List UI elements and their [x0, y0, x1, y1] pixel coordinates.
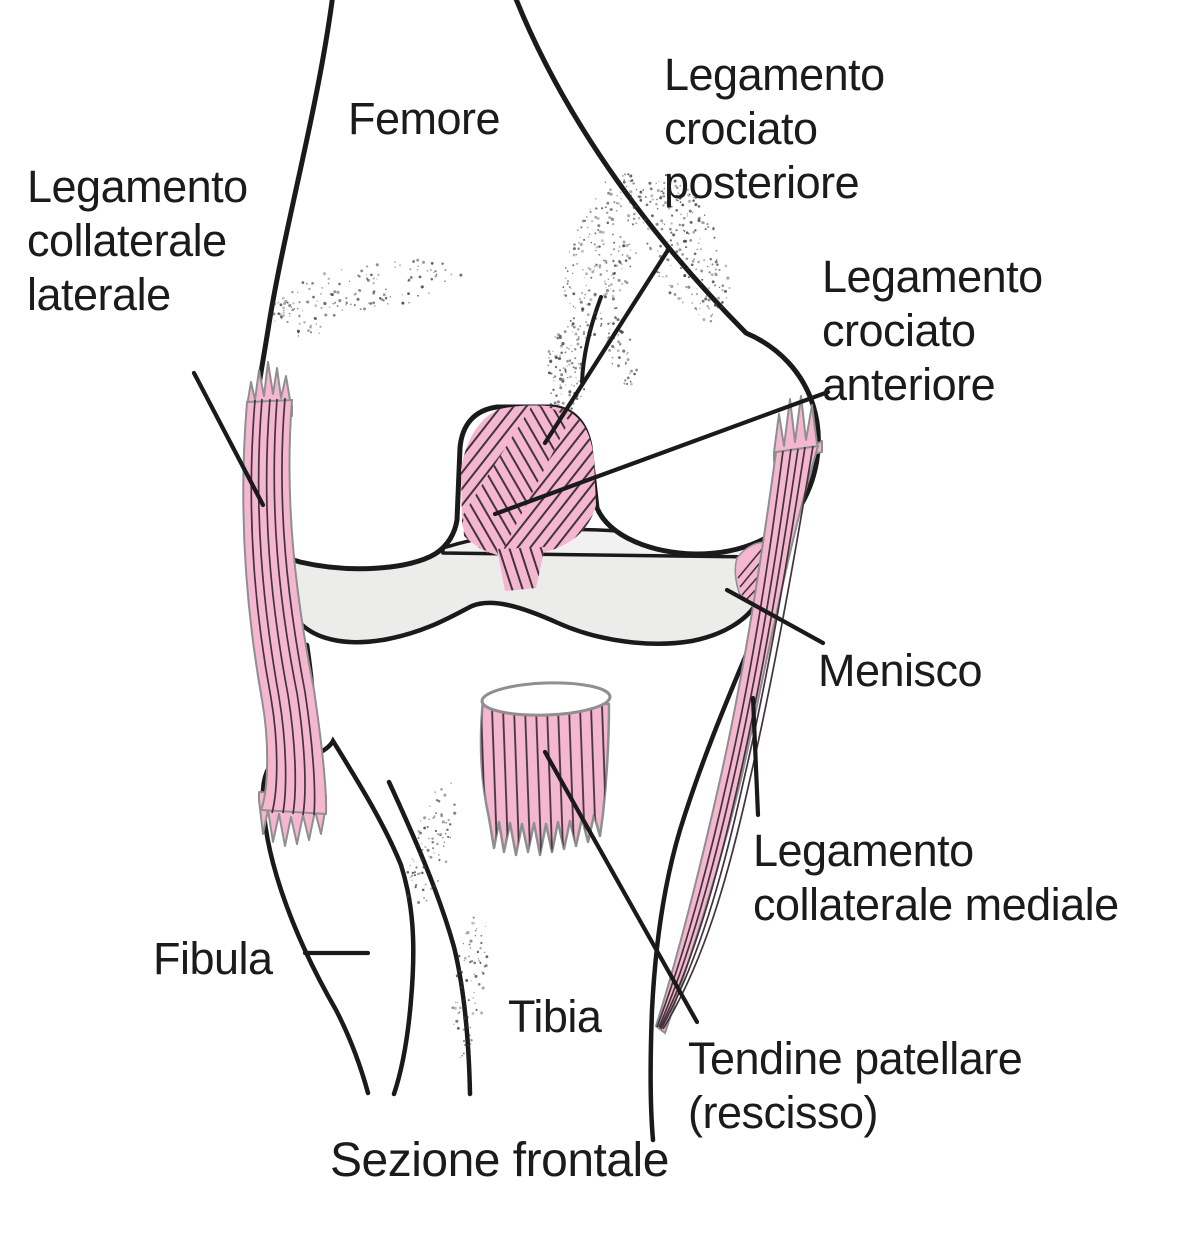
- leader-collaterale-laterale: [191, 370, 266, 508]
- label-menisco: Menisco: [818, 645, 983, 696]
- bone-stipple-texture: [269, 173, 731, 1059]
- label-legamento-collaterale-mediale: Legamento collaterale mediale: [753, 825, 1119, 930]
- tibia-crest-line: [386, 779, 473, 1097]
- leader-tendine-patellare: [542, 749, 700, 1025]
- label-legamento-crociato-anteriore: Legamento crociato anteriore: [822, 251, 1043, 410]
- leader-lines: [191, 247, 831, 1025]
- leader-menisco: [724, 587, 826, 646]
- label-legamento-crociato-posteriore: Legamento crociato posteriore: [664, 49, 885, 208]
- medial-condyle-inner-line: [580, 295, 603, 384]
- fibula-outline: [260, 748, 371, 1096]
- label-tendine-patellare: Tendine patellare (rescisso): [688, 1033, 1023, 1138]
- label-fibula: Fibula: [153, 933, 273, 984]
- figure-caption: Sezione frontale: [330, 1134, 669, 1187]
- tibia-medial-outline: [648, 640, 754, 1143]
- patellar-tendon: [479, 681, 612, 857]
- label-femore: Femore: [348, 93, 501, 144]
- label-tibia: Tibia: [508, 991, 602, 1042]
- mcl-fibers: [656, 445, 814, 1030]
- acl-fibers: [463, 406, 569, 556]
- tibia-outline: [300, 642, 416, 1097]
- leader-collaterale-mediale: [750, 695, 761, 818]
- medial-collateral-ligament: [654, 395, 823, 1035]
- mcl-fray-top: [773, 395, 823, 463]
- leader-crociato-anteriore: [492, 389, 831, 517]
- patellar-tendon-fibers: [481, 700, 609, 855]
- patellar-tendon-cut-surface: [480, 681, 612, 717]
- cruciate-tail-fibers: [497, 547, 545, 591]
- cruciate-ligaments: [461, 405, 596, 591]
- label-legamento-collaterale-laterale: Legamento collaterale laterale: [27, 161, 248, 320]
- leader-crociato-posteriore: [542, 247, 671, 446]
